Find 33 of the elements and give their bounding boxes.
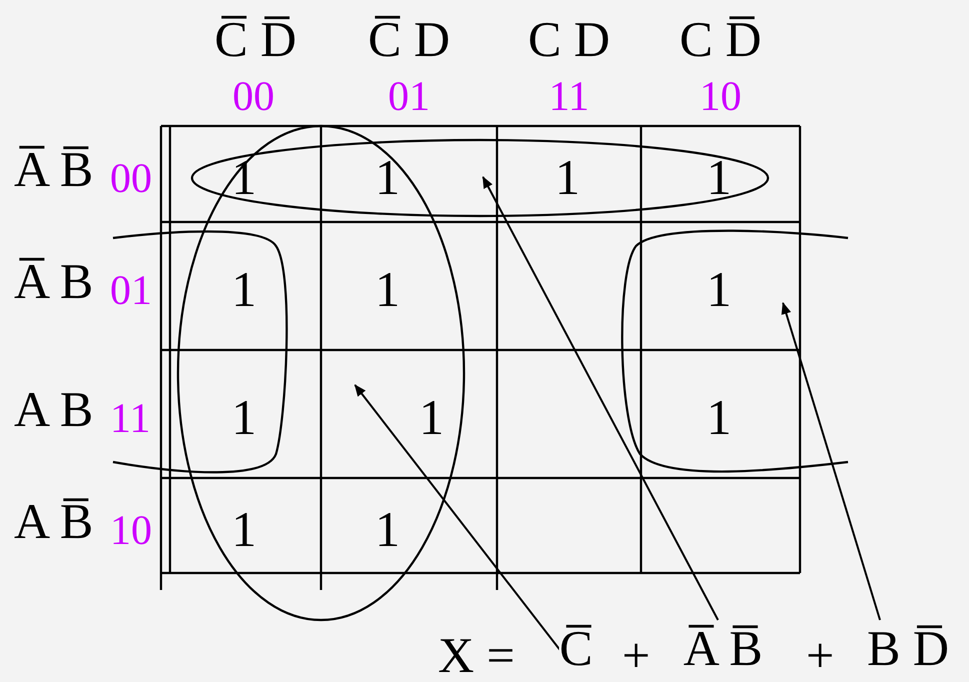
cell-value: 1 — [232, 504, 256, 554]
leader-arrow — [354, 384, 561, 651]
column-header: C D̅ — [678, 14, 762, 64]
cell-value: 1 — [375, 152, 400, 202]
cell-value: 1 — [706, 264, 732, 314]
column-code: 01 — [387, 76, 431, 118]
row-code: 00 — [110, 158, 152, 200]
row-header: A̅ B — [14, 256, 94, 306]
cell-value: 1 — [375, 504, 400, 554]
leader-arrow — [781, 302, 881, 620]
cell-value: 1 — [232, 264, 256, 314]
plus-sign: + — [806, 630, 834, 680]
row-code: 01 — [110, 270, 152, 312]
row-code: 11 — [110, 398, 150, 440]
column-header: C D — [527, 14, 611, 64]
column-header: C̅ D — [367, 14, 451, 64]
leader-arrow — [482, 176, 719, 620]
row-header: A̅ B̅ — [14, 144, 94, 194]
column-code: 11 — [548, 76, 590, 118]
column-header: C̅ D̅ — [214, 14, 298, 64]
cell-value: 1 — [375, 264, 400, 314]
equation-prefix: X = — [438, 630, 515, 680]
row-code: 10 — [110, 510, 152, 552]
plus-sign: + — [622, 630, 650, 680]
cell-value: 1 — [706, 152, 732, 202]
column-code: 00 — [232, 76, 276, 118]
row-header: A B — [14, 384, 94, 434]
cell-value: 1 — [232, 392, 256, 442]
cell-value: 1 — [419, 392, 444, 442]
column-code: 10 — [698, 76, 742, 118]
cell-value: 1 — [555, 152, 580, 202]
cell-value: 1 — [706, 392, 732, 442]
row-header: A B̅ — [14, 496, 94, 546]
